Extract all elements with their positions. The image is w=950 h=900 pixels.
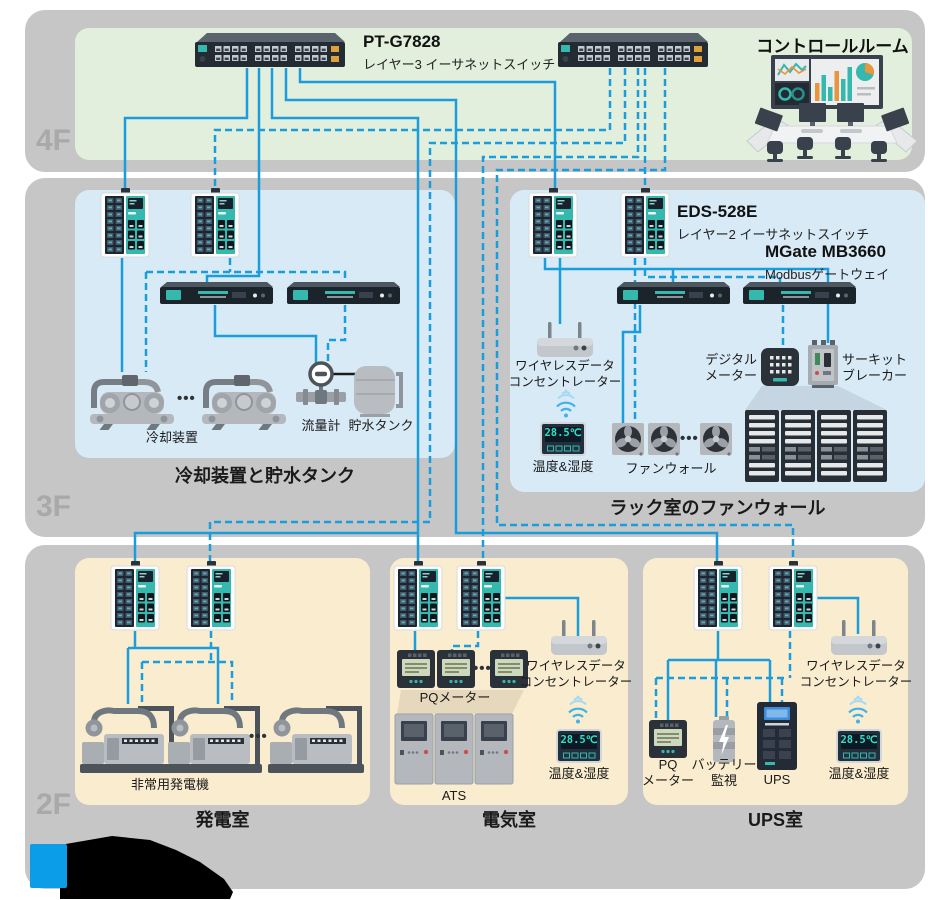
l2-switch-gen-1 — [111, 561, 159, 630]
l2-switch-rack-1 — [529, 188, 577, 257]
generator-room-caption: 発電室 — [195, 810, 250, 830]
l2-switch-ups-1 — [694, 561, 742, 630]
water-tank-icon — [352, 364, 403, 419]
wireless-label-rack: ワイヤレスデータ コンセントレーター — [508, 359, 622, 389]
floor-label-2f: 2F — [36, 788, 72, 821]
temp-readout-elec: 28.5℃ — [560, 734, 598, 746]
wireless-label-ups: ワイヤレスデータ コンセントレーター — [799, 659, 913, 689]
gateway-name: MGate MB3660 — [765, 242, 886, 261]
l2-switch-elec-1 — [394, 561, 442, 630]
ethernet-links-dashed — [140, 68, 795, 722]
l2-switch-rack-2 — [621, 188, 669, 257]
ellipsis-generators: ••• — [249, 728, 268, 745]
pq-meter-1 — [396, 649, 436, 689]
fan-wall-3 — [700, 423, 732, 456]
ups-room-caption: UPS室 — [747, 810, 803, 830]
pq-meter-ups — [648, 719, 688, 759]
control-room-label: コントロールルーム — [756, 37, 909, 56]
temp-label-ups: 温度&湿度 — [828, 766, 890, 781]
floor-label-3f: 3F — [36, 490, 72, 523]
server-rack-4 — [853, 410, 887, 482]
flow-meter-label: 流量計 — [301, 418, 341, 433]
modbus-gateway-2 — [743, 282, 856, 304]
battery-label: バッテリー 監視 — [691, 757, 757, 788]
generator-2 — [166, 706, 262, 773]
ethernet-links-solid — [120, 68, 860, 722]
wedge-pq-to-ats — [397, 690, 524, 714]
fan-wall-1 — [612, 423, 644, 456]
server-rack-1 — [745, 410, 779, 482]
pq-meter-label-elec: PQメーター — [419, 690, 491, 705]
generator-label: 非常用発電機 — [130, 777, 209, 792]
ats-cabinet-1 — [394, 713, 434, 785]
temp-readout-rack: 28.5℃ — [544, 427, 582, 439]
digital-meter-label: デジタル メーター — [704, 352, 757, 383]
l2-switch-elec-2 — [457, 561, 505, 630]
fan-wall-2 — [648, 423, 680, 456]
cooling-unit-2 — [202, 375, 286, 430]
pq-meter-2 — [436, 649, 476, 689]
temp-label-rack: 温度&湿度 — [532, 459, 594, 474]
pq-meter-label-ups: PQ メーター — [641, 757, 694, 788]
serial-gateway-2 — [287, 282, 400, 304]
l3-switch-2 — [558, 33, 708, 67]
l2-switch-cooling-1 — [101, 188, 149, 257]
server-rack-2 — [781, 410, 815, 482]
cooling-unit-1 — [90, 375, 174, 430]
wireless-concentrator-rack-room — [537, 322, 593, 357]
generator-3 — [268, 706, 364, 773]
core-switch-desc: レイヤー3 イーサネットスイッチ — [363, 57, 556, 72]
modbus-gateway-1 — [617, 282, 730, 304]
ats-label: ATS — [441, 788, 467, 803]
wifi-signal-icon-rack-room — [555, 388, 577, 419]
ellipsis-pumps: ••• — [177, 390, 196, 407]
water-tank-label: 貯水タンク — [348, 418, 414, 433]
control-room-illustration — [745, 53, 919, 164]
circuit-breaker-label: サーキット ブレーカー — [842, 352, 908, 383]
l2-switch-ups-2 — [769, 561, 817, 630]
legend-blue-swatch — [30, 844, 67, 888]
ellipsis-pq-meters: ••• — [473, 660, 492, 677]
gateway-desc: Modbusゲートウェイ — [765, 267, 890, 282]
serial-gateway-1 — [160, 282, 273, 304]
wedge-meters-to-racks — [745, 386, 887, 410]
fan-wall-label: ファンウォール — [625, 461, 717, 476]
cooling-room-caption: 冷却装置と貯水タンク — [175, 466, 355, 486]
ats-cabinet-2 — [434, 713, 474, 785]
server-rack-3 — [817, 410, 851, 482]
digital-meter-icon — [761, 348, 799, 386]
ups-label: UPS — [763, 772, 791, 787]
temp-readout-ups: 28.5℃ — [840, 734, 878, 746]
core-switch-name: PT-G7828 — [363, 32, 441, 51]
legend-redaction-blob — [60, 836, 233, 899]
l2-switch-desc: レイヤー2 イーサネットスイッチ — [677, 227, 870, 242]
l2-switch-gen-2 — [187, 561, 235, 630]
wireless-label-elec: ワイヤレスデータ コンセントレーター — [519, 659, 633, 689]
cooling-unit-label: 冷却装置 — [145, 430, 198, 445]
wifi-signal-icon-elec-room — [567, 694, 589, 725]
ellipsis-fans: ••• — [680, 430, 699, 447]
floor-label-4f: 4F — [36, 124, 72, 157]
temp-label-elec: 温度&湿度 — [548, 766, 610, 781]
rack-room-caption: ラック室のファンウォール — [609, 498, 826, 518]
l2-switch-name: EDS-528E — [677, 202, 758, 221]
l2-switch-cooling-2 — [191, 188, 239, 257]
battery-monitor-icon — [713, 716, 735, 762]
flow-meter-icon — [294, 361, 348, 407]
ats-cabinet-3 — [474, 713, 514, 785]
electrical-room-caption: 電気室 — [482, 810, 536, 830]
circuit-breaker-icon — [808, 340, 838, 388]
wifi-signal-icon-ups-room — [847, 694, 869, 725]
l3-switch-1 — [195, 33, 345, 67]
generator-1 — [80, 706, 176, 773]
ups-icon — [757, 702, 797, 770]
